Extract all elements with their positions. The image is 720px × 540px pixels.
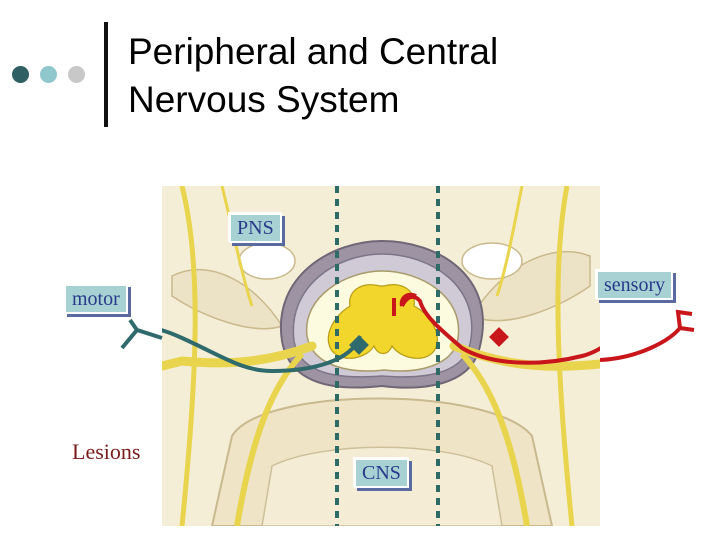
- slide-title: Peripheral and Central Nervous System: [128, 28, 688, 124]
- pns-label: PNS: [229, 213, 282, 243]
- lesions-label: Lesions: [72, 439, 141, 464]
- right-rib-nerve: [495, 186, 524, 297]
- slide-bullet-dots: [12, 66, 102, 84]
- bullet-dot: [40, 66, 57, 83]
- sensory-label: sensory: [596, 270, 674, 300]
- sensory-ending-hook: [600, 309, 695, 362]
- left-spinal-nerve-branch: [234, 351, 305, 526]
- sensory-pathway: [400, 294, 600, 365]
- bullet-dot: [68, 66, 85, 83]
- title-line-1: Peripheral and Central: [128, 31, 499, 72]
- cns-label: CNS: [354, 458, 409, 488]
- bullet-dot: [12, 66, 29, 83]
- spinal-cord-cross-section: [162, 186, 600, 526]
- motor-ending: [120, 318, 163, 350]
- left-spinal-nerve: [162, 341, 317, 371]
- title-divider: [104, 22, 108, 127]
- left-rib-nerve: [220, 186, 254, 307]
- motor-lesion-marker: [349, 335, 369, 355]
- left-outer-nerve: [179, 186, 198, 526]
- motor-pathway: [162, 328, 362, 374]
- right-ligament: [461, 242, 523, 280]
- motor-ending-fork: [120, 318, 163, 350]
- left-ligament: [238, 242, 296, 280]
- right-outer-nerve: [555, 186, 575, 526]
- title-line-2: Nervous System: [128, 79, 400, 120]
- sensory-pathway-central: [392, 292, 417, 316]
- right-spinal-nerve-branch: [459, 351, 530, 526]
- motor-label: motor: [64, 284, 128, 314]
- sensory-lesion-marker: [489, 327, 509, 347]
- sensory-ending: [600, 309, 695, 362]
